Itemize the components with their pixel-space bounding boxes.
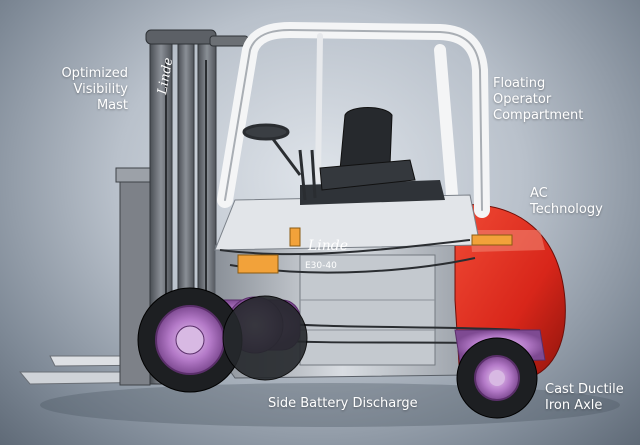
steering-column (242, 123, 317, 201)
control-valves (237, 227, 513, 274)
compartment-callout: Floating Operator Compartment (493, 76, 584, 123)
axle-callout: Cast Ductile Iron Axle (545, 382, 624, 413)
battery-callout: Side Battery Discharge (268, 396, 418, 411)
model-number: E30-40 (305, 261, 337, 271)
ac-technology-callout: AC Technology (530, 186, 603, 217)
body-linde-logo: Linde (307, 238, 348, 254)
mast-linde-logo: Linde (155, 56, 176, 97)
front-wheel-inner (222, 295, 308, 381)
overhead-guard (217, 21, 490, 236)
operator-seat (319, 107, 416, 191)
mast-callout: Optimized Visibility Mast (61, 66, 128, 113)
battery-block (299, 254, 436, 366)
front-wheel-outer (137, 287, 243, 393)
rear-wheel (456, 337, 538, 419)
